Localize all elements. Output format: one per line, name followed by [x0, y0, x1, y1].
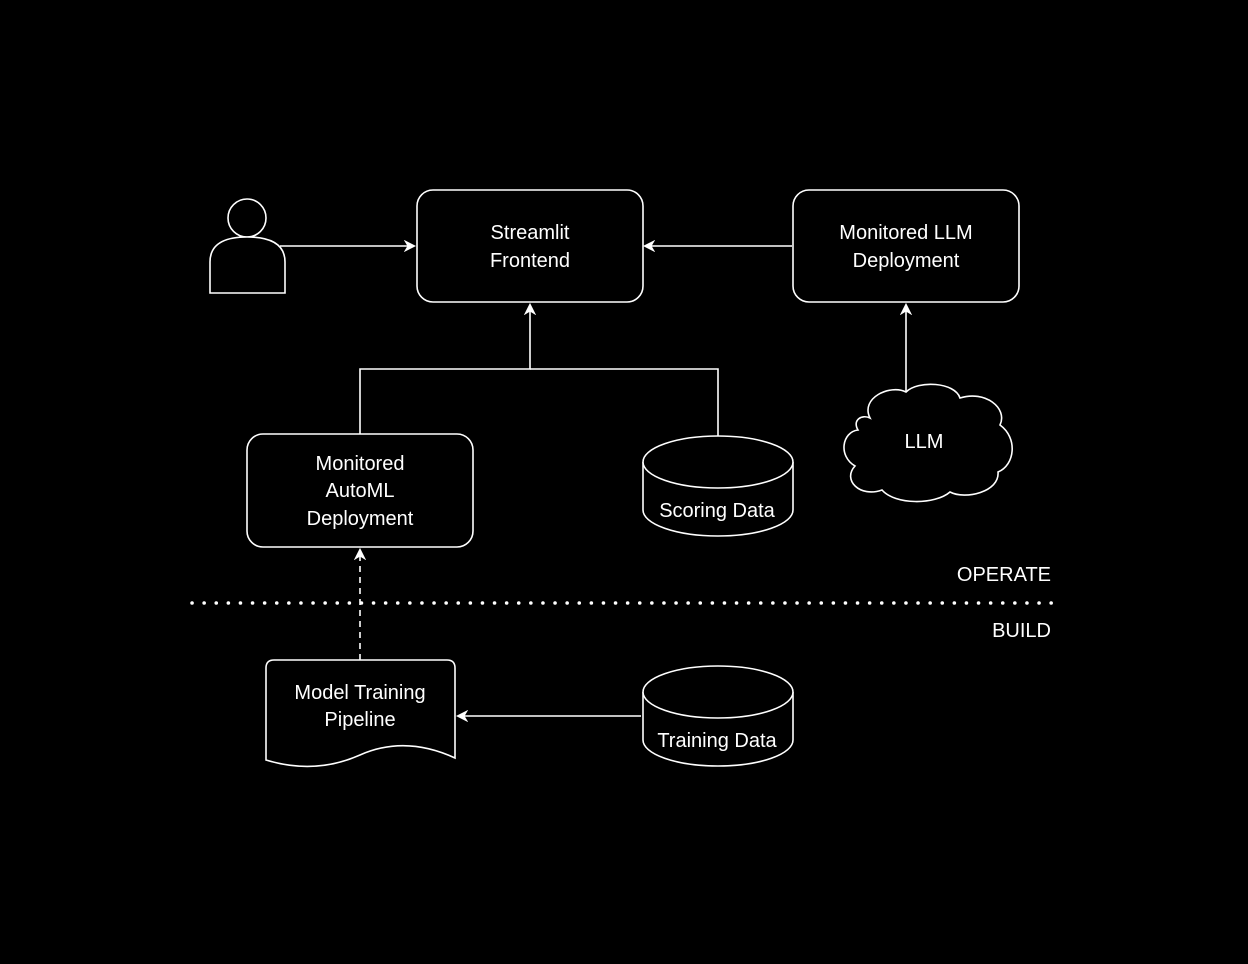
node-monitored-automl-deployment: Monitored AutoML Deployment: [246, 433, 474, 548]
edge-automl-to-streamlit: [359, 305, 530, 434]
zone-label-build: BUILD: [992, 620, 1051, 642]
node-llm-cloud: LLM: [843, 383, 1013, 503]
zone-label-operate: OPERATE: [957, 564, 1051, 586]
node-model-training-pipeline: Model Training Pipeline: [265, 659, 456, 768]
node-llm-label: LLM: [905, 431, 944, 453]
node-streamlit-label-line1: Streamlit: [491, 222, 570, 244]
edge-scoring-to-streamlit: [530, 368, 719, 436]
node-automl-label-line1: Monitored: [316, 453, 405, 475]
node-llm-deploy-label-line1: Monitored LLM: [839, 222, 972, 244]
node-training-label: Training Data: [657, 730, 777, 752]
node-pipeline-label-line2: Pipeline: [324, 709, 395, 731]
node-automl-label-line2: AutoML: [326, 480, 395, 502]
node-llm-deploy-label-line2: Deployment: [853, 250, 960, 272]
node-streamlit-label-line2: Frontend: [490, 250, 570, 272]
node-pipeline-label-line1: Model Training: [294, 682, 425, 704]
node-streamlit-frontend: Streamlit Frontend: [416, 189, 644, 303]
node-scoring-label: Scoring Data: [659, 500, 775, 522]
node-scoring-data: Scoring Data: [642, 435, 794, 537]
node-training-data: Training Data: [642, 665, 794, 767]
node-monitored-llm-deployment: Monitored LLM Deployment: [792, 189, 1020, 303]
node-automl-label-line3: Deployment: [307, 508, 414, 530]
user-actor-icon: [209, 198, 286, 294]
